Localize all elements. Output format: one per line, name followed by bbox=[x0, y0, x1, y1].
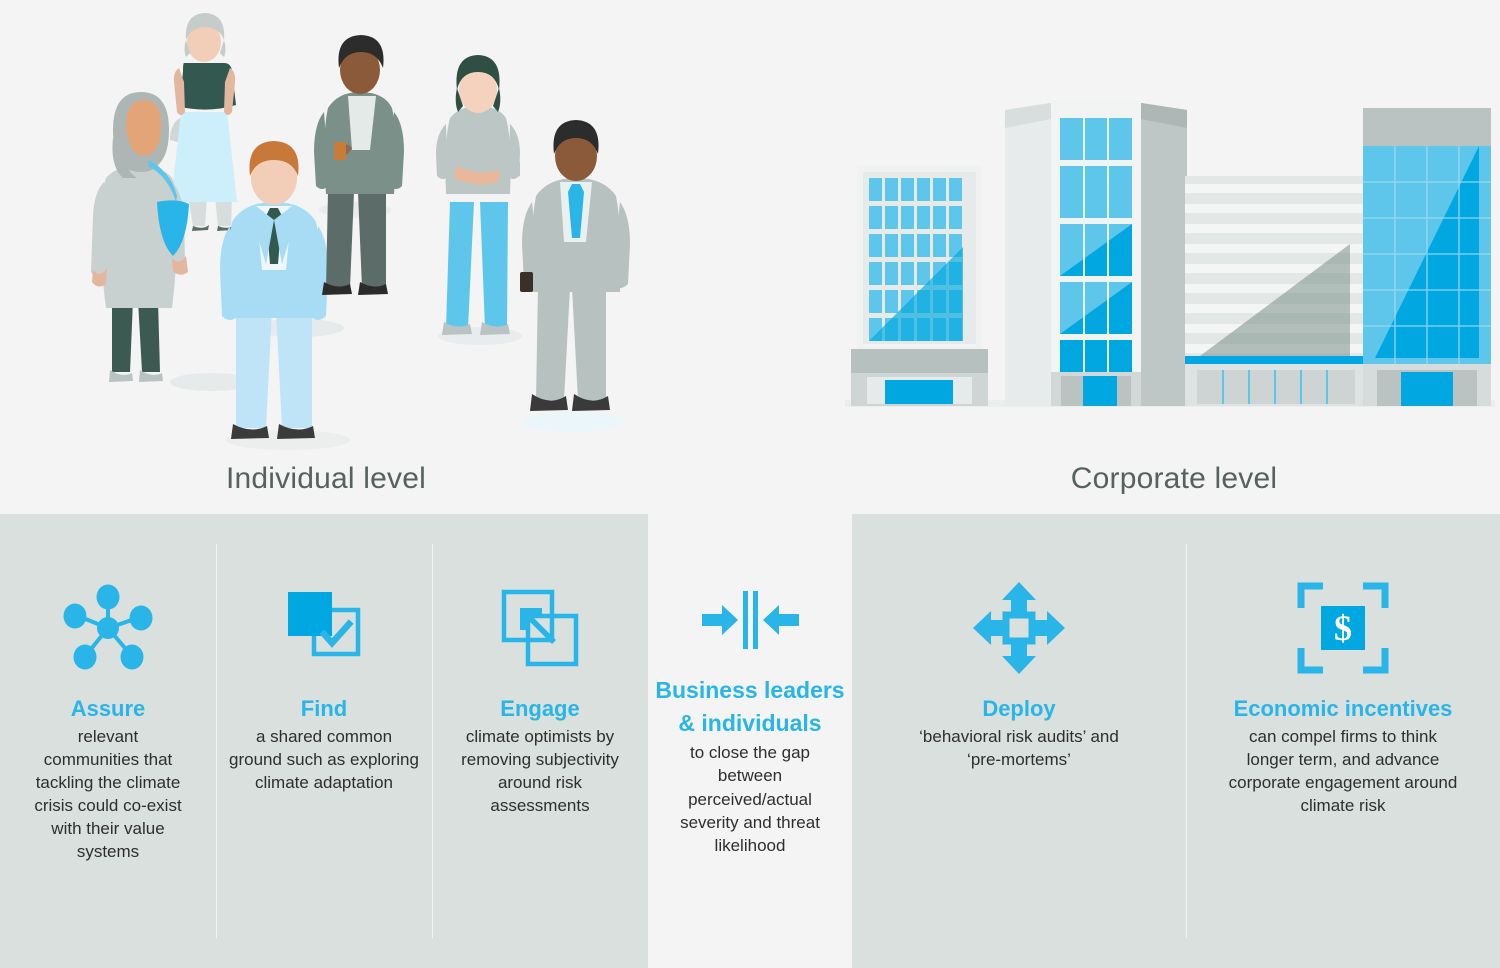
individual-level-panel: Assure relevant communities that tacklin… bbox=[0, 514, 648, 968]
card-body: can compel firms to think longer term, a… bbox=[1228, 726, 1458, 816]
card-title: Deploy bbox=[982, 696, 1056, 721]
illustration-row: Individual level Corporate level bbox=[60, 10, 1495, 495]
card-deploy[interactable]: Deploy ‘behavioral risk audits’ and ‘pre… bbox=[852, 514, 1186, 968]
card-economic-incentives[interactable]: $ Economic incentives can compel firms t… bbox=[1186, 514, 1500, 968]
section-label-corporate: Corporate level bbox=[1070, 462, 1278, 495]
building-striped bbox=[1185, 176, 1367, 406]
dollar-scan-frame-icon: $ bbox=[1186, 576, 1500, 680]
svg-text:$: $ bbox=[1334, 608, 1352, 648]
card-find[interactable]: Find a shared common ground such as expl… bbox=[216, 514, 432, 968]
card-title: Find bbox=[300, 696, 348, 721]
card-body: a shared common ground such as exploring… bbox=[229, 726, 419, 793]
person-man-green-suit bbox=[314, 35, 404, 295]
network-hub-icon bbox=[0, 576, 216, 680]
individual-cards: Assure relevant communities that tacklin… bbox=[0, 514, 648, 968]
corporate-level-panel: Deploy ‘behavioral risk audits’ and ‘pre… bbox=[852, 514, 1500, 968]
card-body: climate optimists by removing subjectivi… bbox=[461, 726, 619, 816]
card-title: Assure bbox=[70, 696, 146, 721]
squares-checkmark-icon bbox=[216, 576, 432, 680]
card-body: ‘behavioral risk audits’ and ‘pre-mortem… bbox=[919, 726, 1119, 769]
four-way-move-arrows-icon bbox=[862, 576, 1176, 680]
card-business-leaders-individuals[interactable]: Business leaders & individuals to close … bbox=[648, 514, 852, 857]
card-title: Engage bbox=[500, 696, 580, 721]
person-man-blue-suit bbox=[220, 141, 328, 439]
card-body: to close the gap between perceived/actua… bbox=[680, 743, 820, 855]
group-of-people-illustration bbox=[60, 10, 660, 450]
card-assure[interactable]: Assure relevant communities that tacklin… bbox=[0, 514, 216, 968]
office-buildings-illustration bbox=[845, 100, 1495, 430]
person-woman-arms-crossed bbox=[436, 55, 520, 335]
person-woman-skirt bbox=[170, 13, 237, 231]
person-woman-hijab bbox=[91, 92, 189, 382]
card-title: Economic incentives bbox=[1233, 696, 1453, 721]
center-column: Business leaders & individuals to close … bbox=[648, 514, 852, 968]
card-title: Business leaders & individuals bbox=[655, 677, 845, 736]
corporate-cards: Deploy ‘behavioral risk audits’ and ‘pre… bbox=[852, 514, 1500, 968]
building-center bbox=[1005, 100, 1187, 406]
building-left bbox=[851, 166, 988, 406]
overlapping-squares-arrow-icon bbox=[432, 576, 648, 680]
close-the-gap-arrows-icon bbox=[648, 580, 852, 660]
card-body: relevant communities that tackling the c… bbox=[34, 726, 182, 862]
building-right-tower bbox=[1363, 108, 1491, 406]
card-engage[interactable]: Engage climate optimists by removing sub… bbox=[432, 514, 648, 968]
person-man-grey-suit bbox=[520, 120, 630, 411]
section-label-individual: Individual level bbox=[226, 462, 426, 495]
